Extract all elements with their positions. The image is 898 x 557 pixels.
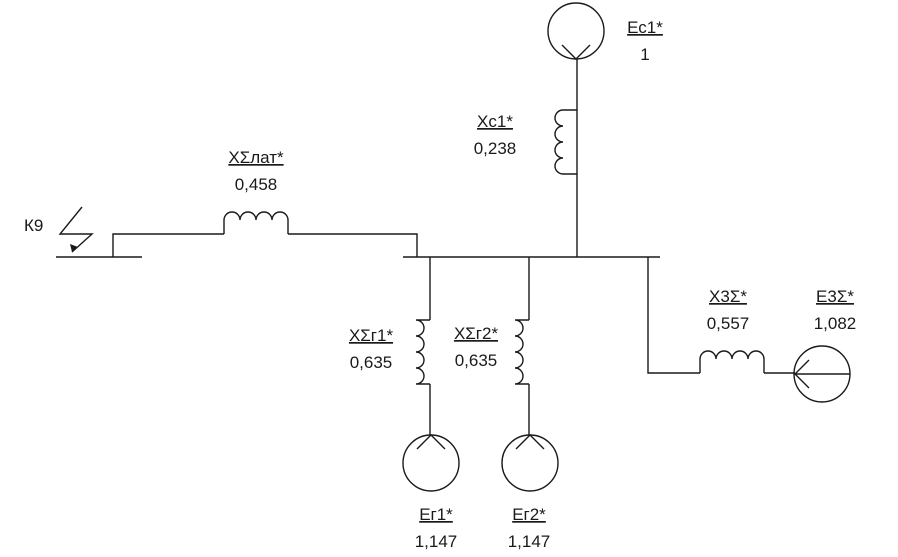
x3-name: Х3Σ* [709, 287, 747, 306]
xg1-inductor [415, 319, 430, 385]
x3-value: 0,557 [707, 314, 750, 333]
e3-name: Е3Σ* [816, 287, 854, 306]
ec1-arrow-icon [561, 44, 591, 60]
fault-lightning-icon [58, 206, 94, 253]
eg2-source-icon [501, 434, 559, 492]
eg1-source-icon [402, 434, 460, 492]
ec1-value: 1 [640, 45, 649, 64]
xlat-value: 0,458 [235, 175, 278, 194]
fault-label: К9 [24, 216, 43, 235]
fault-arrowhead-icon [70, 244, 78, 252]
x3-inductor [699, 350, 765, 373]
xg2-name: ХΣг2* [454, 324, 499, 343]
xc1-name: Хс1* [477, 112, 513, 131]
e3-value: 1,082 [814, 314, 857, 333]
xlat-inductor [223, 211, 289, 234]
xc1-value: 0,238 [474, 139, 517, 158]
eg2-name: Ег2* [512, 505, 546, 524]
wire-bus-to-x3 [647, 257, 700, 374]
ec1-name: Ес1* [627, 18, 663, 37]
xg1-value: 0,635 [350, 353, 393, 372]
eg1-name: Ег1* [419, 505, 453, 524]
wire-fault-to-xlat [112, 233, 224, 257]
eg1-value: 1,147 [415, 532, 458, 551]
xc1-inductor [554, 109, 577, 175]
eg2-value: 1,147 [508, 532, 551, 551]
xg1-name: ХΣг1* [349, 326, 394, 345]
eg2-arrow-icon [515, 434, 545, 450]
eg1-arrow-icon [416, 434, 446, 450]
xlat-name: ХΣлат* [228, 148, 284, 167]
xg2-value: 0,635 [455, 351, 498, 370]
xg2-inductor [514, 319, 529, 385]
wire-xlat-to-bus [288, 233, 418, 257]
ec1-source-icon [547, 2, 605, 60]
